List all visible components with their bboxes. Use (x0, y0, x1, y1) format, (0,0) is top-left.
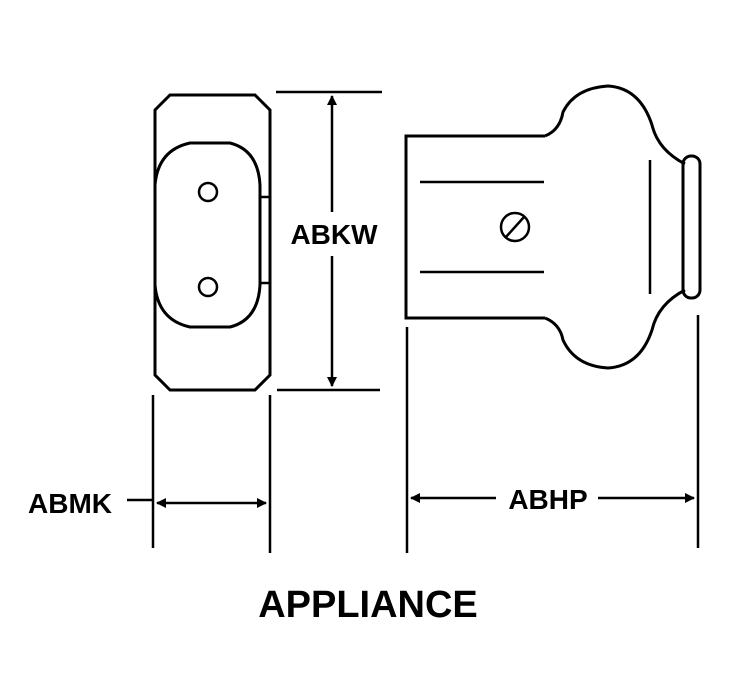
front-body-outline (153, 93, 272, 392)
side-end-cap (681, 154, 702, 300)
screw-slot (505, 216, 525, 238)
side-view (404, 84, 702, 370)
diagram-title: APPLIANCE (258, 584, 478, 626)
dimension-abhp: ABHP (405, 315, 700, 553)
front-view (153, 93, 272, 392)
prong-hole-top (197, 181, 219, 203)
side-knob-lower (544, 288, 686, 370)
abmk-label: ABMK (28, 488, 112, 519)
dimension-abkw: ABKW (276, 90, 382, 392)
screw-head (499, 211, 531, 243)
prong-hole-bottom (197, 276, 219, 298)
plug-face-outline (153, 141, 262, 329)
side-body-outline (404, 134, 545, 320)
side-knob-upper (544, 84, 686, 166)
abhp-label: ABHP (508, 484, 587, 515)
abkw-label: ABKW (290, 219, 378, 250)
dimension-abmk: ABMK (28, 395, 272, 553)
